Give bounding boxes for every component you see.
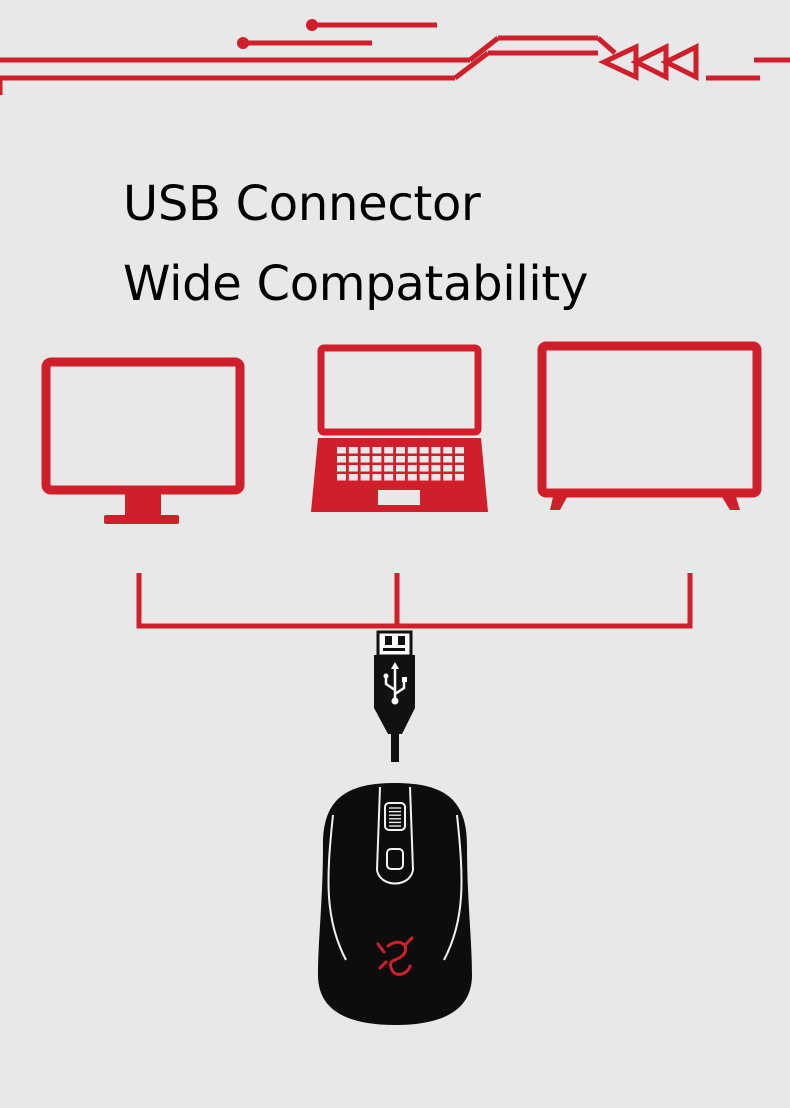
laptop-key	[348, 465, 358, 472]
usb-plug-icon	[374, 630, 415, 762]
laptop-key	[443, 474, 453, 481]
television-icon	[537, 341, 762, 510]
laptop-key	[337, 465, 346, 472]
laptop-key	[431, 456, 441, 463]
laptop-key	[455, 447, 464, 454]
laptop-key	[407, 456, 417, 463]
headline-wide-compatibility: Wide Compatability	[123, 256, 589, 312]
laptop-key	[419, 456, 429, 463]
laptop-key	[419, 474, 429, 481]
laptop-key	[431, 447, 441, 454]
laptop-key	[372, 447, 382, 454]
laptop-key	[443, 456, 453, 463]
laptop-key	[407, 474, 417, 481]
desktop-monitor-icon	[41, 357, 245, 524]
laptop-key	[419, 465, 429, 472]
laptop-keyboard	[337, 447, 464, 481]
laptop-touchpad	[378, 490, 420, 505]
laptop-key	[431, 465, 441, 472]
laptop-key	[431, 474, 441, 481]
laptop-key	[337, 447, 346, 454]
laptop-key	[455, 465, 464, 472]
laptop-key	[396, 456, 405, 463]
circuit-node	[237, 37, 249, 49]
laptop-key	[348, 456, 358, 463]
laptop-key	[360, 447, 370, 454]
laptop-key	[348, 447, 358, 454]
laptop-key	[360, 465, 370, 472]
laptop-key	[384, 465, 394, 472]
laptop-key	[337, 474, 346, 481]
laptop-key	[407, 465, 417, 472]
laptop-key	[384, 474, 394, 481]
laptop-key	[396, 474, 405, 481]
laptop-key	[337, 456, 346, 463]
circuit-node	[306, 19, 318, 31]
circuit-decoration	[0, 22, 790, 95]
triple-arrow-icon	[598, 42, 699, 82]
laptop-key	[455, 474, 464, 481]
laptop-key	[372, 474, 382, 481]
laptop-key	[384, 456, 394, 463]
laptop-key	[443, 465, 453, 472]
headline-usb-connector: USB Connector	[123, 176, 481, 232]
laptop-key	[407, 447, 417, 454]
laptop-key	[372, 465, 382, 472]
usb-symbol-icon	[384, 668, 406, 700]
laptop-key	[348, 474, 358, 481]
laptop-icon	[311, 344, 488, 512]
laptop-key	[384, 447, 394, 454]
laptop-key	[443, 447, 453, 454]
laptop-key	[360, 474, 370, 481]
laptop-key	[396, 447, 405, 454]
laptop-key	[372, 456, 382, 463]
laptop-key	[455, 456, 464, 463]
laptop-key	[396, 465, 405, 472]
gaming-mouse-icon	[318, 783, 472, 1025]
dragon-logo-icon	[376, 936, 414, 976]
connection-lines	[136, 573, 693, 629]
laptop-key	[419, 447, 429, 454]
laptop-key	[360, 456, 370, 463]
